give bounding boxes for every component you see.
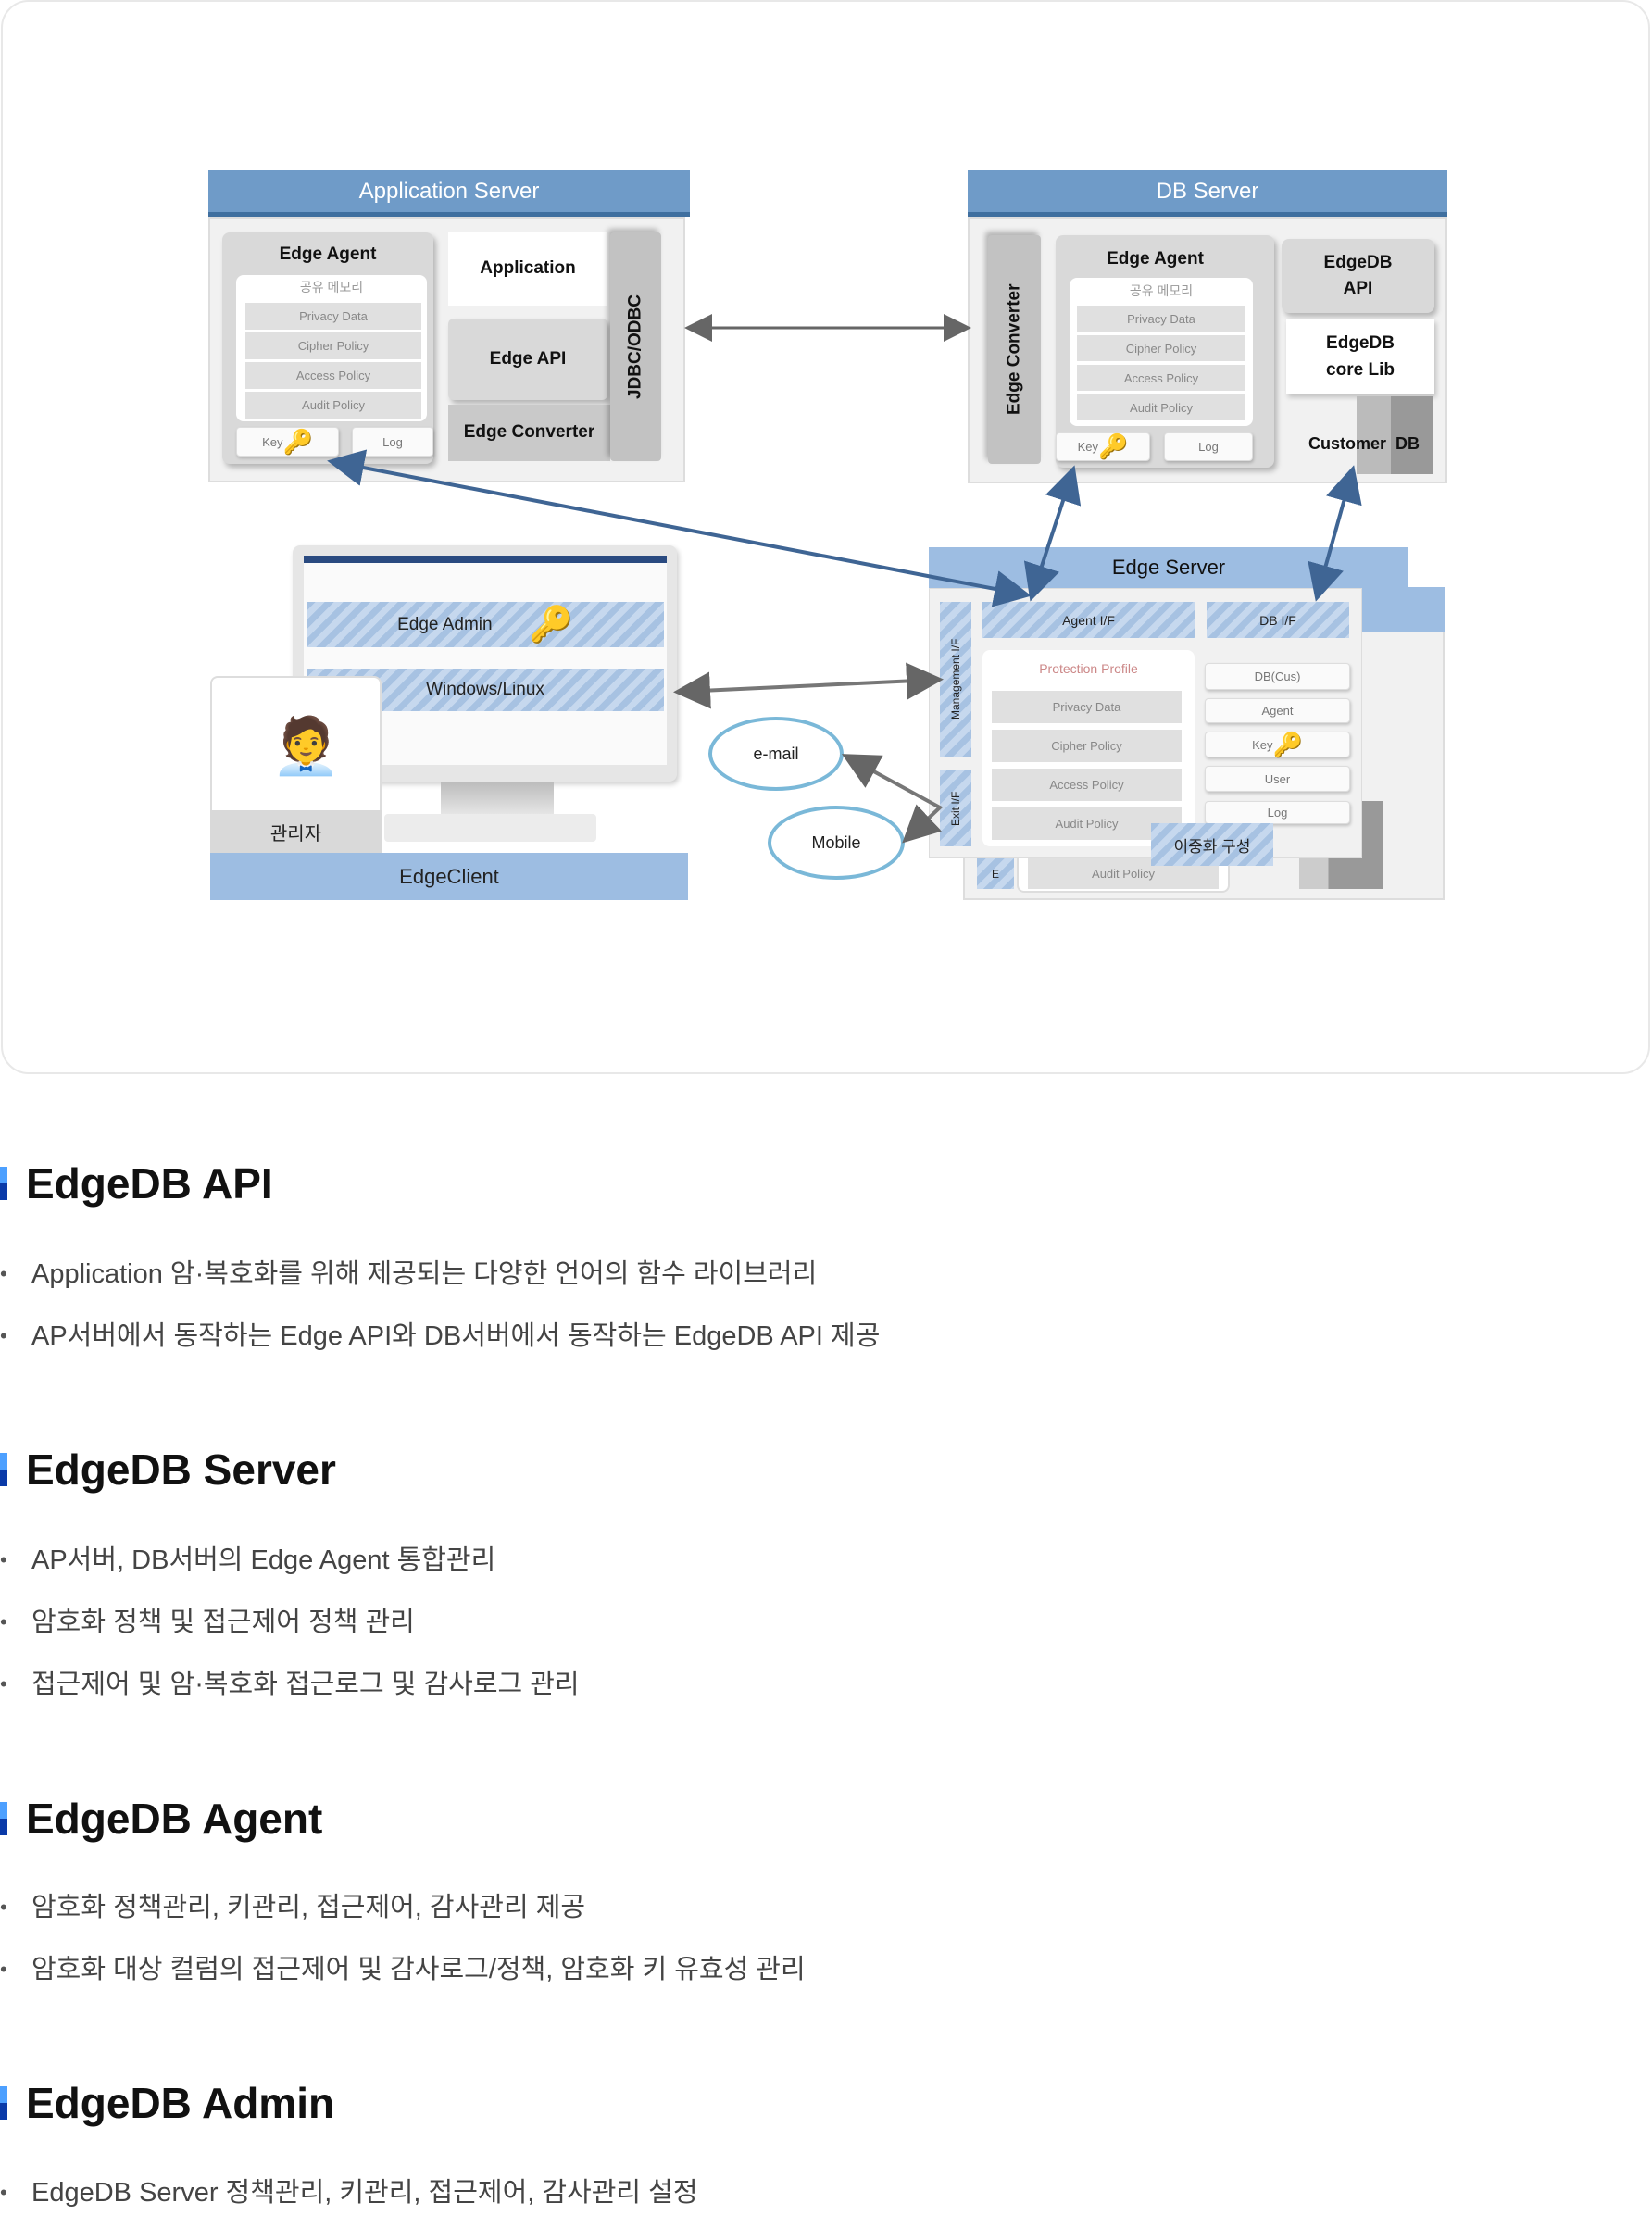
profile-row: Access Policy [992,769,1182,801]
monitor-base [384,814,596,842]
bullet-item: 암호화 정책관리, 키관리, 접근제어, 감사관리 제공 [0,1889,585,1926]
edge-admin-label: Edge Admin [397,614,493,634]
diagram-card: Application Server Edge Agent 공유 메모리 Pri… [1,0,1650,1074]
agent-if: Agent I/F [982,602,1195,638]
redundancy-banner: 이중화 구성 [1151,823,1273,866]
app-server-header: Application Server [208,170,690,217]
application-box: Application [448,232,607,306]
bullet-item: EdgeDB Server 정책관리, 키관리, 접근제어, 감사관리 설정 [0,2174,698,2211]
key-icon: 🔑 [1098,432,1129,460]
profile-row: Cipher Policy [992,730,1182,762]
section-title: EdgeDB Agent [0,1793,322,1845]
edge-admin-band: Edge Admin 🔑 [307,602,664,647]
db-agent-arrow [1023,465,1082,602]
edge-right-row: Log [1205,801,1350,824]
key-icon: 🔑 [529,605,573,644]
edgedb-core-lib: EdgeDB core Lib [1286,319,1434,394]
key-icon: 🔑 [282,427,313,456]
bullet-item: 접근제어 및 암·복호화 접근로그 및 감사로그 관리 [0,1666,580,1703]
edgedb-api-box: EdgeDB API [1282,239,1434,313]
bullet-item: 암호화 대상 컬럼의 접근제어 및 감사로그/정책, 암호화 키 유효성 관리 [0,1951,806,1988]
key-icon: 🔑 [1272,730,1303,758]
admin-label: 관리자 [210,810,382,853]
app-row: Audit Policy [245,392,421,419]
email-cloud: e-mail [708,717,844,791]
client-server-arrow [673,662,944,709]
db-row: Audit Policy [1077,394,1245,420]
edge-right-row: Agent [1205,698,1350,723]
app-key-box: Key🔑 [236,427,339,457]
back-e-if: E [977,858,1014,889]
db-key-box: Key🔑 [1056,432,1150,461]
edge-right-row: Key🔑 [1205,730,1350,758]
bullet-item: AP서버, DB서버의 Edge Agent 통합관리 [0,1542,495,1579]
app-row: Privacy Data [245,303,421,330]
db-server-icon [1357,396,1433,474]
section-title: EdgeDB Admin [0,2077,334,2129]
section-title: EdgeDB API [0,1158,273,1209]
edge-right-row: DB(Cus) [1205,663,1350,690]
app-agent-title: Edge Agent [279,244,377,264]
db-row: Cipher Policy [1077,335,1245,361]
db-row: Access Policy [1077,365,1245,391]
key-label: Key [1077,440,1099,454]
edge-api-box: Edge API [448,319,607,400]
app-row: Access Policy [245,362,421,389]
db-agent-title: Edge Agent [1107,248,1204,269]
key-label: Key [262,434,283,449]
profile-row: Audit Policy [992,807,1182,840]
back-header-strip [1362,587,1445,632]
connector-arrows [327,314,1362,844]
protection-profile-label: Protection Profile [1039,661,1138,676]
edge-right-row: User [1205,766,1350,792]
db-if: DB I/F [1207,602,1349,638]
app-key-agent-if-arrow [327,449,1032,607]
edge-client-bar: EdgeClient [210,853,688,900]
db-server-header: DB Server [968,170,1447,217]
db-log-box: Log [1164,432,1253,461]
alert-arrow [841,754,944,844]
section-title: EdgeDB Server [0,1444,336,1495]
db-row: Privacy Data [1077,306,1245,332]
architecture-diagram: Application Server Edge Agent 공유 메모리 Pri… [3,2,1652,1076]
bullet-item: Application 암·복호화를 위해 제공되는 다양한 언어의 함수 라이… [0,1256,817,1293]
db-memory-label: 공유 메모리 [1129,283,1194,298]
bullet-item: 암호화 정책 및 접근제어 정책 관리 [0,1604,415,1641]
customer-db-label: Customer DB [1308,433,1420,453]
app-row: Cipher Policy [245,332,421,359]
key-label: Key [1252,737,1273,752]
customer-db-arrow [1308,465,1362,602]
profile-row: Privacy Data [992,691,1182,723]
app-memory-label: 공유 메모리 [299,280,364,294]
monitor-neck [441,782,554,814]
bullet-item: AP서버에서 동작하는 Edge API와 DB서버에서 동작하는 EdgeDB… [0,1318,880,1355]
